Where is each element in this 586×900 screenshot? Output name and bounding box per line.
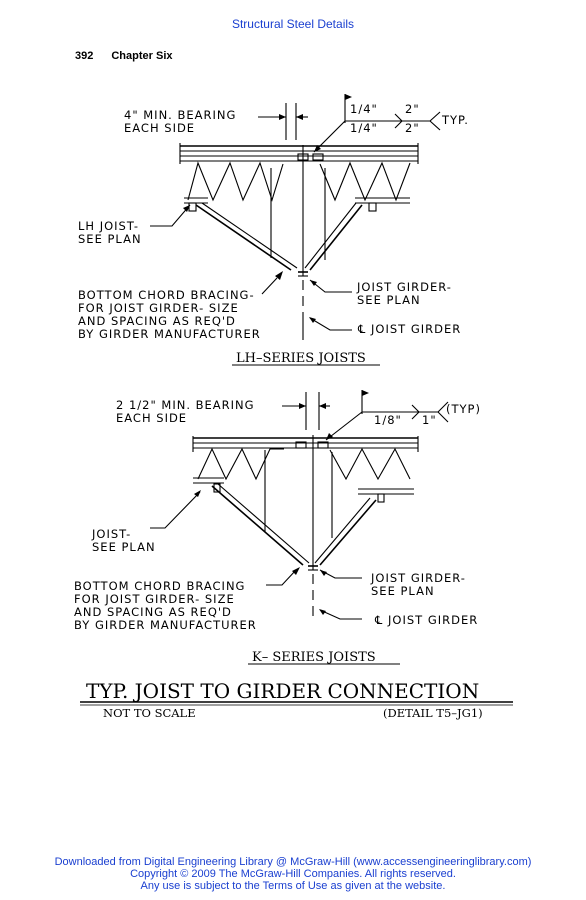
footer-line-2: Copyright © 2009 The McGraw-Hill Compani… <box>130 868 456 880</box>
lh-girder-label-1: JOIST GIRDER- <box>356 280 452 294</box>
k-bracing-label-1: BOTTOM CHORD BRACING <box>74 579 245 593</box>
lh-bracing-label-1: BOTTOM CHORD BRACING- <box>78 288 255 302</box>
detail-title: TYP. JOIST TO GIRDER CONNECTION <box>86 679 479 703</box>
k-weld-size: 1/8" <box>374 413 402 427</box>
lh-weld-size-bottom: 1/4" <box>350 121 378 135</box>
running-header: Structural Steel Details <box>231 17 355 31</box>
k-bracing-label-3: AND SPACING AS REQ'D <box>74 605 232 619</box>
lh-bracing-label-2: FOR JOIST GIRDER- SIZE <box>78 301 239 315</box>
lh-bearing-label-2: EACH SIDE <box>124 121 195 135</box>
lh-joist-label-2: SEE PLAN <box>78 232 142 246</box>
chapter-title: Chapter Six <box>111 50 173 62</box>
k-bracing-label-2: FOR JOIST GIRDER- SIZE <box>74 592 235 606</box>
page-number: 392 <box>75 50 94 62</box>
k-bearing-label-1: 2 1/2" MIN. BEARING <box>116 398 255 412</box>
scale-note: NOT TO SCALE <box>103 706 196 720</box>
lh-weld-size-top: 1/4" <box>350 102 378 116</box>
k-centerline-label: ℄ JOIST GIRDER <box>374 613 478 627</box>
footer-line-3: Any use is subject to the Terms of Use a… <box>140 880 446 892</box>
lh-joist-label-1: LH JOIST- <box>78 219 139 233</box>
k-weld-length: 1" <box>422 413 437 427</box>
lh-centerline-label: ℄ JOIST GIRDER <box>357 322 461 336</box>
detail-number: (DETAIL T5–JG1) <box>383 706 483 720</box>
k-joist-label-1: JOIST- <box>91 527 131 541</box>
k-series-detail <box>150 390 449 665</box>
lh-series-detail <box>150 94 441 366</box>
lh-weld-length-bottom: 2" <box>405 121 420 135</box>
lh-weld-length-top: 2" <box>405 102 420 116</box>
lh-girder-label-2: SEE PLAN <box>357 293 421 307</box>
footer-line-1: Downloaded from Digital Engineering Libr… <box>54 856 532 868</box>
page-heading: 392 Chapter Six <box>75 50 191 62</box>
k-bearing-label-2: EACH SIDE <box>116 411 187 425</box>
lh-caption: LH–SERIES JOISTS <box>236 351 366 366</box>
k-girder-label-1: JOIST GIRDER- <box>370 571 466 585</box>
k-weld-typ: (TYP) <box>446 402 481 416</box>
lh-bearing-label-1: 4" MIN. BEARING <box>124 108 236 122</box>
lh-bracing-label-4: BY GIRDER MANUFACTURER <box>78 327 261 341</box>
lh-bracing-label-3: AND SPACING AS REQ'D <box>78 314 236 328</box>
download-footer: Downloaded from Digital Engineering Libr… <box>0 856 586 892</box>
k-girder-label-2: SEE PLAN <box>371 584 435 598</box>
k-caption: K– SERIES JOISTS <box>252 650 376 665</box>
lh-weld-typ: TYP. <box>441 113 469 127</box>
k-joist-label-2: SEE PLAN <box>92 540 156 554</box>
k-bracing-label-4: BY GIRDER MANUFACTURER <box>74 618 257 632</box>
